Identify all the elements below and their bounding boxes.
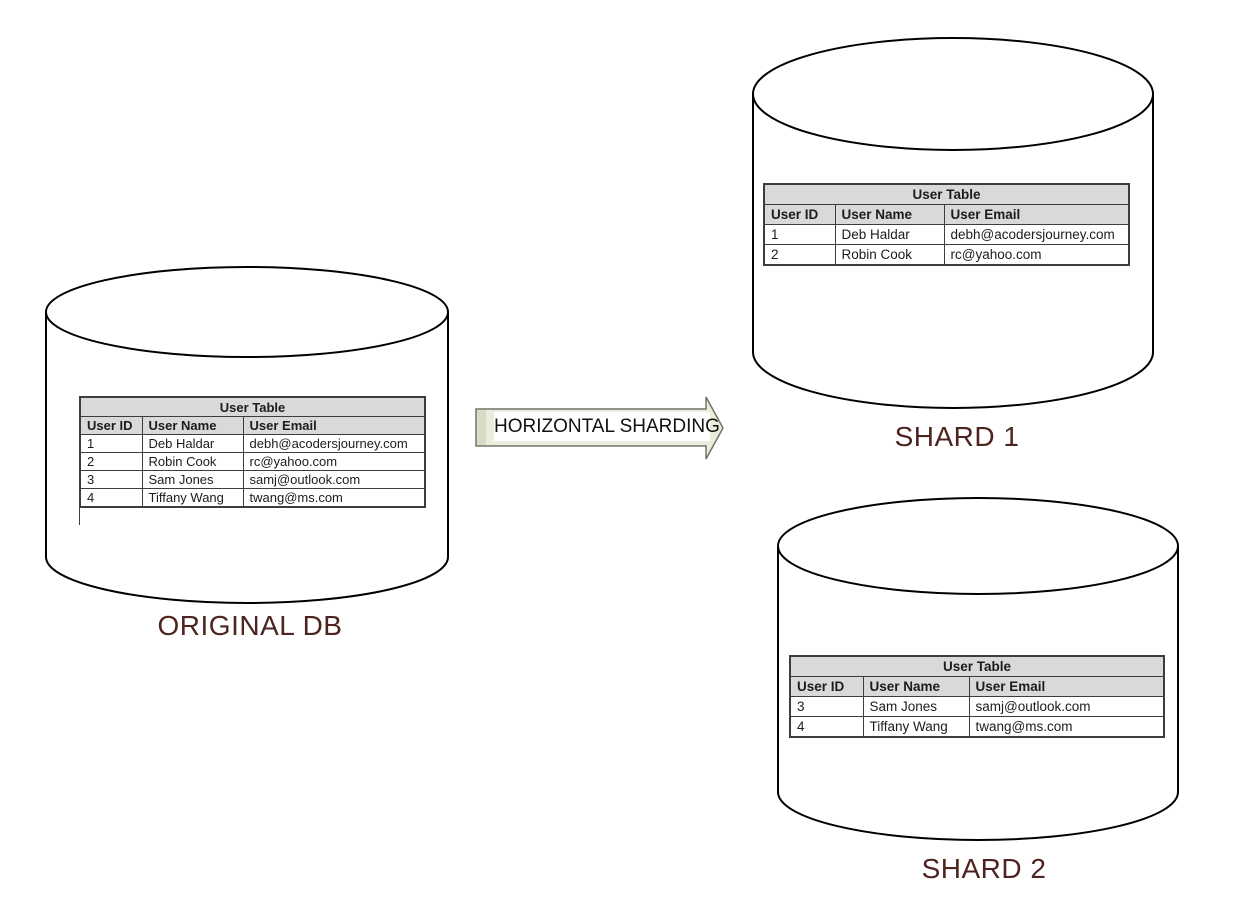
table-row: 3 Sam Jones samj@outlook.com [789, 696, 1165, 717]
col-header-user-email: User Email [943, 204, 1130, 225]
col-header-user-id: User ID [789, 676, 864, 697]
cell-user-email: rc@yahoo.com [943, 244, 1130, 266]
table-row: 2 Robin Cook rc@yahoo.com [79, 452, 426, 471]
table-row: 2 Robin Cook rc@yahoo.com [763, 244, 1130, 266]
col-header-user-name: User Name [834, 204, 945, 225]
cell-user-id: 4 [789, 716, 864, 738]
table-row: 1 Deb Haldar debh@acodersjourney.com [763, 224, 1130, 245]
table-row: 4 Tiffany Wang twang@ms.com [79, 488, 426, 508]
cell-user-name: Sam Jones [862, 696, 970, 717]
cell-user-name: Sam Jones [141, 470, 244, 489]
cell-user-email: twang@ms.com [968, 716, 1165, 738]
shard2-user-table: User Table User ID User Name User Email … [789, 655, 1165, 738]
cell-user-name: Robin Cook [141, 452, 244, 471]
table-title: User Table [789, 655, 1165, 677]
table-row: 3 Sam Jones samj@outlook.com [79, 470, 426, 489]
cell-user-name: Deb Haldar [141, 434, 244, 453]
original-db-label: ORIGINAL DB [157, 610, 343, 641]
col-header-user-name: User Name [141, 416, 244, 435]
table-header-row: User ID User Name User Email [79, 416, 426, 435]
cell-user-email: twang@ms.com [242, 488, 426, 508]
table-left-border-fragment [79, 506, 80, 525]
cell-user-name: Tiffany Wang [862, 716, 970, 738]
col-header-user-email: User Email [242, 416, 426, 435]
cell-user-email: debh@acodersjourney.com [943, 224, 1130, 245]
col-header-user-id: User ID [763, 204, 836, 225]
table-title-row: User Table [789, 655, 1165, 677]
table-header-row: User ID User Name User Email [763, 204, 1130, 225]
horizontal-sharding-arrow-label: HORIZONTAL SHARDING [494, 412, 720, 441]
table-header-row: User ID User Name User Email [789, 676, 1165, 697]
table-title-row: User Table [763, 183, 1130, 205]
cell-user-email: samj@outlook.com [968, 696, 1165, 717]
col-header-user-email: User Email [968, 676, 1165, 697]
cell-user-name: Deb Haldar [834, 224, 945, 245]
cell-user-id: 3 [789, 696, 864, 717]
table-title: User Table [79, 396, 426, 417]
table-title: User Table [763, 183, 1130, 205]
table-row: 4 Tiffany Wang twang@ms.com [789, 716, 1165, 738]
table-title-row: User Table [79, 396, 426, 417]
shard2-label: SHARD 2 [921, 853, 1047, 884]
cell-user-name: Robin Cook [834, 244, 945, 266]
shard1-user-table: User Table User ID User Name User Email … [763, 183, 1130, 266]
col-header-user-name: User Name [862, 676, 970, 697]
cell-user-id: 4 [79, 488, 143, 508]
cell-user-id: 2 [763, 244, 836, 266]
original-db-user-table: User Table User ID User Name User Email … [79, 396, 427, 508]
cell-user-email: debh@acodersjourney.com [242, 434, 426, 453]
col-header-user-id: User ID [79, 416, 143, 435]
shard1-label: SHARD 1 [894, 421, 1020, 452]
cell-user-email: samj@outlook.com [242, 470, 426, 489]
cell-user-email: rc@yahoo.com [242, 452, 426, 471]
table-row: 1 Deb Haldar debh@acodersjourney.com [79, 434, 426, 453]
cell-user-id: 1 [763, 224, 836, 245]
cell-user-name: Tiffany Wang [141, 488, 244, 508]
cell-user-id: 2 [79, 452, 143, 471]
cell-user-id: 3 [79, 470, 143, 489]
cell-user-id: 1 [79, 434, 143, 453]
